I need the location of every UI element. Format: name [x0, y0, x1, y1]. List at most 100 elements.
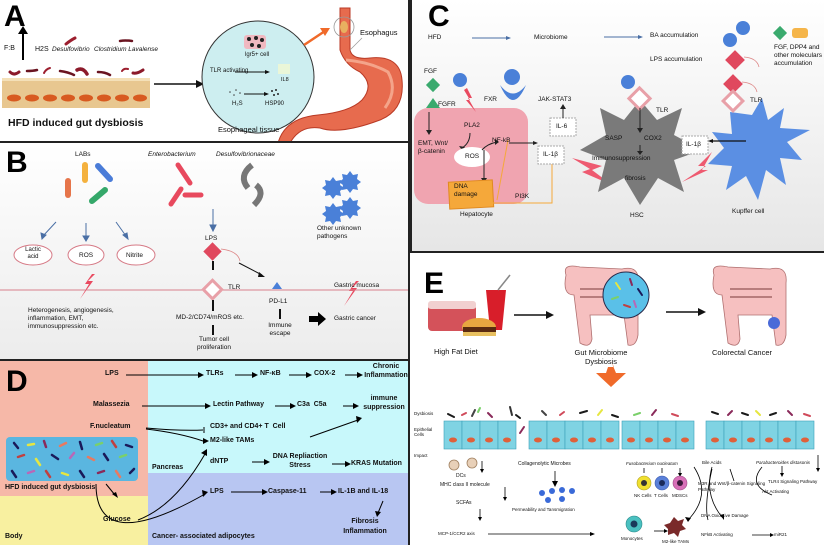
- dna-damage-label: DNA damage: [454, 183, 478, 199]
- gastric-cancer-arrow: [309, 312, 326, 326]
- immunosuppression-label: Immunosuppression: [592, 155, 651, 162]
- fb-arrow-head: [18, 26, 28, 34]
- tlr-receptor-icon: [626, 85, 653, 112]
- labs-label: LABs: [75, 151, 91, 158]
- fgf-dpp4-label: FGF, DPP4 and other moleculars accumulat…: [774, 44, 823, 68]
- bile-acid-icons: [453, 21, 750, 89]
- md2-label: MD-2/CD74/mROS etc.: [176, 314, 244, 321]
- malassezia-label: Malassezia: [93, 401, 130, 408]
- enterobacterium-label: Enterobacterium: [148, 151, 196, 158]
- lps-diamond-icon: [203, 242, 222, 261]
- ros-oval: [454, 147, 490, 167]
- tlr-activating-label: TLR activating: [210, 68, 249, 74]
- collagenolytic-label: Collagenolytic Microbes: [518, 461, 571, 467]
- lps-source-label: LPS: [105, 370, 119, 377]
- akt-label: Akt Activating: [762, 489, 790, 494]
- permeability-cells: [539, 487, 575, 503]
- stage-colorectal-cancer: Colorectal Cancer: [712, 348, 773, 357]
- c3a-c5a-label: C3a C5a: [297, 401, 327, 408]
- pi3k-label: PI3K: [515, 193, 530, 200]
- t-cells-label: T Cells: [654, 493, 668, 498]
- ba-damage-bolt: [464, 88, 476, 112]
- labs-arrows: [40, 209, 217, 242]
- bacteria-label-clostridium: Clostridium Lavalense: [94, 46, 158, 53]
- pathogens-icon: [322, 171, 361, 225]
- m2-tam-icon: [664, 517, 686, 537]
- fibrosis-inflammation-label: Fibrosis Inflammation: [343, 518, 387, 536]
- cox2-label: COX2: [644, 135, 662, 142]
- esophagus-highlight-circle: [333, 16, 355, 38]
- pdl1-label: PD-L1: [269, 298, 288, 305]
- fgf-label: FGF: [424, 68, 437, 75]
- panel-d-letter: D: [6, 365, 28, 398]
- tumor-proliferation-label: Tumor cell proliferation: [197, 336, 231, 351]
- immune-suppression-label: immune suppression: [363, 395, 405, 411]
- esophageal-tissue-inset: [201, 20, 315, 134]
- hsc-label: HSC: [630, 212, 644, 219]
- dc-cells-icon: [448, 457, 478, 471]
- gut-microbiome-box: [6, 437, 138, 481]
- tumor-icon: [768, 317, 780, 329]
- epithelial-nuclei: [449, 437, 809, 443]
- kupffer-cell: [708, 98, 810, 200]
- gut-cells: [7, 94, 147, 102]
- hsp90-label: HSP90: [265, 101, 285, 107]
- fxr-label: FXR: [484, 96, 497, 103]
- jak-stat3-label: JAK-STAT3: [538, 96, 572, 103]
- panel-a-graphics: [2, 7, 403, 141]
- panel-a: A F:B H2S Desulfovibrio Clostridium Lava…: [0, 0, 410, 143]
- gastric-mucosa-label: Gastric mucosa: [334, 282, 380, 289]
- panel-e-graphics: [428, 265, 787, 387]
- nitrite-oval: [116, 244, 156, 266]
- il8-label: IL8: [281, 77, 289, 83]
- magnified-microbes: [611, 278, 643, 308]
- fxr-receptor-icon: [500, 85, 526, 100]
- bacteria-label-desulfovibrio: Desulfovibrio: [52, 46, 90, 53]
- monocytes-label: Monocytes: [621, 536, 643, 541]
- cd3-cd4-label: CD3+ and CD4+ T Cell: [210, 423, 286, 430]
- fgfr-icon: [426, 98, 440, 108]
- panel-c-graphics: [414, 21, 810, 210]
- surface-bacteria: [8, 67, 145, 77]
- sasp-label: SASP: [605, 135, 623, 142]
- adipocyte-region: [148, 473, 408, 545]
- impact-arrows: [479, 455, 819, 536]
- epithelium-graphics: [443, 406, 820, 537]
- panel-b-graphics: [0, 162, 408, 335]
- stage-gut-dysbiosis: Gut Microbiome Dysbiosis: [574, 348, 628, 367]
- dntp-label: dNTP: [210, 458, 229, 465]
- body-region: [0, 496, 148, 545]
- dysbiosis-impact-arrow: [606, 361, 616, 373]
- gut-dysbiosis-label: HFD induced gut dysbiosis: [5, 484, 96, 491]
- lps-diamond-icon: [725, 50, 745, 70]
- pathology-effects-label: Heterogenesis, angiogenesis, inflammatio…: [28, 307, 114, 331]
- soda-cup-icon: [486, 290, 506, 330]
- desulfovibrionaceae-label: Desulfovibrionaceae: [216, 151, 275, 158]
- lgr5-cells: [244, 35, 266, 49]
- tlr-receptor-icon-kupffer: [720, 88, 746, 114]
- scfas-label: SCFAs: [456, 500, 472, 506]
- il1b-kupffer-box: [681, 135, 709, 155]
- colon-cancer-icon: [712, 265, 787, 346]
- esophageal-tissue-caption: Esophageal tissue: [218, 125, 280, 134]
- lactic-acid-oval: [13, 244, 53, 266]
- tlr-hsc-label: TLR: [656, 107, 669, 114]
- tlr-kupffer-label: TLR: [750, 97, 763, 104]
- m2-tams-label: M2-like TAMs: [662, 539, 690, 544]
- row-label-dysbiosis: Dysbiosis: [414, 411, 434, 416]
- emt-wnt-label: EMT, Wnt/β-catenin: [418, 140, 448, 156]
- fb-ratio-label: F:B: [4, 45, 15, 52]
- panel-b: B LABs Enterobacterium Desulfovibrionace…: [0, 143, 410, 361]
- labs-bacteria-icon: [65, 162, 113, 204]
- mcp1-label: MCP-1/CCR2 axis: [438, 531, 475, 536]
- impact-arrowheads: [478, 468, 820, 537]
- cox2-label: COX-2: [314, 370, 336, 377]
- m2-tams-label: M2-like TAMs: [210, 437, 255, 444]
- hsp90-dots: [271, 89, 279, 96]
- fgf-diamond-icon: [772, 25, 788, 41]
- immune-escape-label: Immune escape: [268, 322, 292, 338]
- il1b-il18-label: IL-1B and IL-18: [338, 488, 389, 495]
- lectin-pathway-label: Lectin Pathway: [213, 401, 264, 408]
- tlr-label: TLR: [228, 284, 241, 291]
- h2s-inset-label: H₂S: [232, 101, 243, 107]
